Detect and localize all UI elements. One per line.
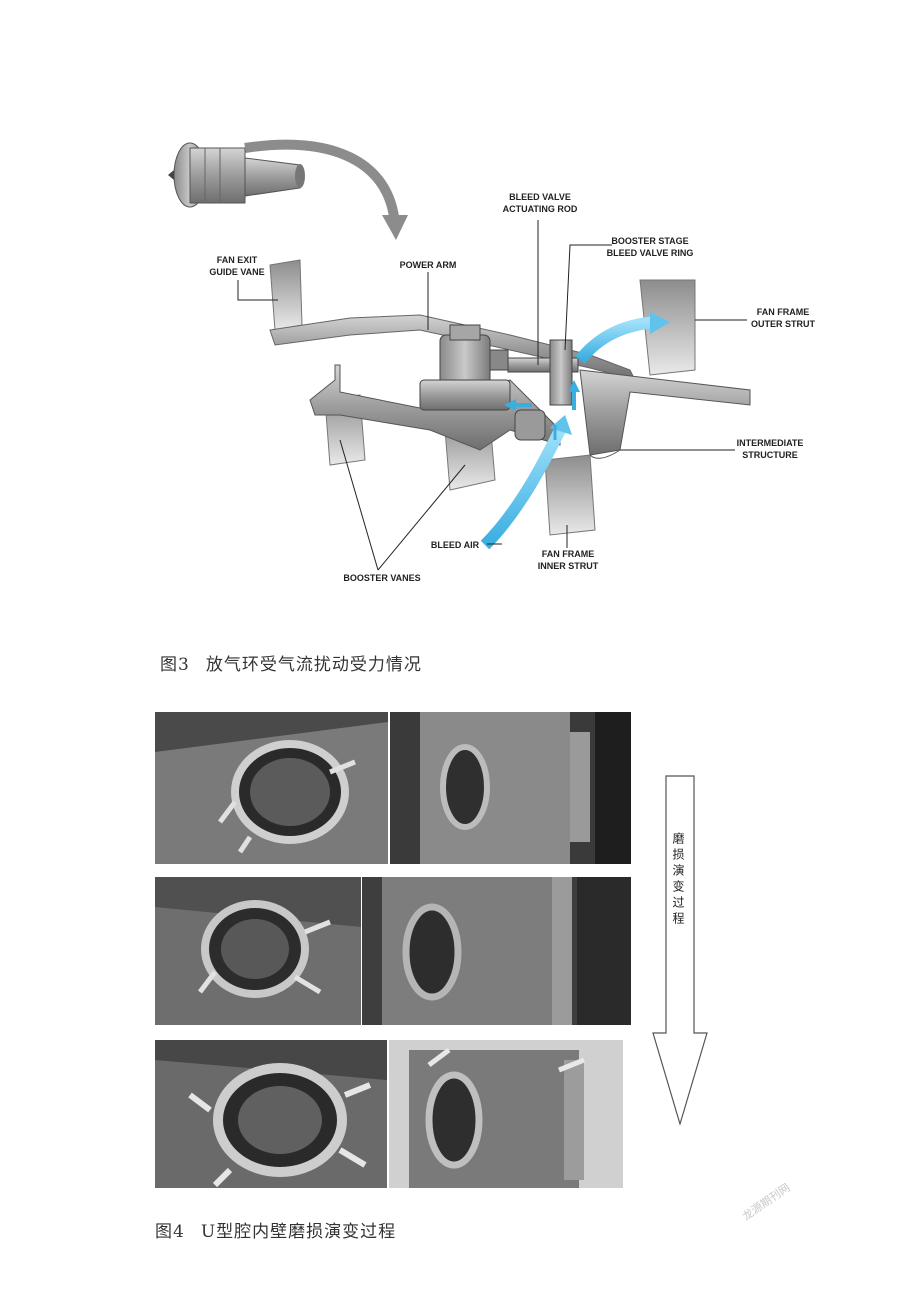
engine-cutaway-illustration: BLEED VALVE ACTUATING ROD BOOSTER STAGE … — [168, 139, 816, 583]
svg-text:BOOSTER STAGE: BOOSTER STAGE — [611, 236, 688, 246]
wear-progression-arrow-icon — [652, 775, 708, 1127]
figure-3-caption: 图3 放气环受气流扰动受力情况 — [160, 650, 422, 675]
svg-text:FAN EXIT: FAN EXIT — [217, 255, 258, 265]
figure-4-caption: 图4 U型腔内壁磨损演变过程 — [155, 1217, 396, 1242]
svg-text:BOOSTER VANES: BOOSTER VANES — [343, 573, 420, 583]
callout-booster-stage: BOOSTER STAGE BLEED VALVE RING — [607, 236, 694, 258]
bleed-valve-ring — [507, 339, 579, 441]
callout-fan-frame-inner: FAN FRAME INNER STRUT — [538, 549, 599, 571]
callout-power-arm: POWER ARM — [400, 260, 457, 270]
svg-text:INTERMEDIATE: INTERMEDIATE — [737, 438, 804, 448]
wear-progression-label: 磨损演变过程 — [671, 832, 685, 928]
svg-text:BLEED VALVE RING: BLEED VALVE RING — [607, 248, 694, 258]
svg-text:FAN FRAME: FAN FRAME — [542, 549, 595, 559]
callout-bleed-valve-rod: BLEED VALVE ACTUATING ROD — [503, 192, 578, 214]
power-arm — [419, 324, 511, 411]
wear-photo-3a — [155, 1040, 387, 1188]
svg-text:INNER STRUT: INNER STRUT — [538, 561, 599, 571]
svg-text:BLEED AIR: BLEED AIR — [431, 540, 480, 550]
fan-frame-outer-strut — [639, 279, 696, 376]
svg-text:ACTUATING ROD: ACTUATING ROD — [503, 204, 578, 214]
svg-text:FAN FRAME: FAN FRAME — [757, 307, 810, 317]
figure-4-title: U型腔内壁磨损演变过程 — [200, 1222, 397, 1242]
figure-3-number: 图3 — [160, 655, 190, 675]
callout-fan-frame-outer: FAN FRAME OUTER STRUT — [751, 307, 816, 329]
svg-text:OUTER STRUT: OUTER STRUT — [751, 319, 816, 329]
wear-photo-3b — [389, 1040, 623, 1188]
figure-4-number: 图4 — [155, 1222, 185, 1242]
figure-3-diagram: BLEED VALVE ACTUATING ROD BOOSTER STAGE … — [150, 130, 830, 610]
svg-text:POWER ARM: POWER ARM — [400, 260, 457, 270]
watermark-text: 龙源期刊网 — [739, 1180, 793, 1224]
wear-photo-2b — [362, 877, 631, 1025]
bleed-air-flow — [480, 312, 670, 550]
wear-photo-2a — [155, 877, 361, 1025]
callout-fan-exit: FAN EXIT GUIDE VANE — [209, 255, 264, 277]
callout-booster-vanes: BOOSTER VANES — [343, 573, 420, 583]
wear-photo-1a — [155, 712, 388, 864]
svg-text:GUIDE VANE: GUIDE VANE — [209, 267, 264, 277]
intermediate-structure — [579, 369, 751, 456]
fan-frame-inner-strut — [544, 454, 596, 536]
fan-exit-guide-vane — [269, 259, 303, 331]
figure-3-title: 放气环受气流扰动受力情况 — [205, 655, 422, 675]
callout-bleed-air: BLEED AIR — [431, 540, 480, 550]
svg-text:STRUCTURE: STRUCTURE — [742, 450, 798, 460]
svg-text:BLEED VALVE: BLEED VALVE — [509, 192, 571, 202]
zoom-arrow-icon — [244, 139, 400, 226]
callout-intermediate: INTERMEDIATE STRUCTURE — [737, 438, 804, 460]
engine-thumbnail-icon — [168, 142, 305, 208]
wear-photo-1b — [390, 712, 631, 864]
